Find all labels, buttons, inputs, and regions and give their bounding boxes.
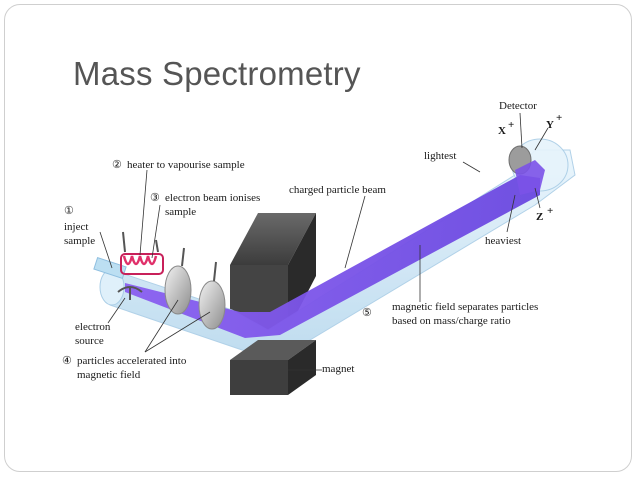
step3-line1: electron beam ionises bbox=[165, 192, 260, 204]
leader-lines bbox=[99, 112, 549, 371]
step1-line1: inject bbox=[64, 221, 88, 233]
step3-number: ③ bbox=[150, 192, 160, 204]
heaviest-label: heaviest bbox=[485, 235, 521, 247]
magnet-lower bbox=[230, 340, 316, 395]
x-label: X bbox=[498, 125, 506, 137]
y-label: Y bbox=[546, 119, 554, 131]
z-plus: + bbox=[547, 205, 553, 217]
charged-particle-beam-label: charged particle beam bbox=[289, 184, 386, 196]
step1-line2: sample bbox=[64, 235, 95, 247]
lightest-label: lightest bbox=[424, 150, 456, 162]
step2-label: heater to vapourise sample bbox=[127, 159, 245, 171]
step5-line2: based on mass/charge ratio bbox=[392, 315, 511, 327]
step1-number: ① bbox=[64, 205, 74, 217]
z-label: Z bbox=[536, 211, 543, 223]
y-plus: + bbox=[556, 112, 562, 124]
electron-source-line2: source bbox=[75, 335, 104, 347]
accelerator-plates bbox=[164, 247, 226, 330]
electron-source-line1: electron bbox=[75, 321, 111, 333]
step5-line1: magnetic field separates particles bbox=[392, 301, 538, 313]
electron-source-icon bbox=[117, 286, 143, 300]
x-plus: + bbox=[508, 119, 514, 131]
step5-number: ⑤ bbox=[362, 307, 372, 319]
particle-beam bbox=[125, 160, 545, 338]
slide: Mass Spectrometry bbox=[4, 4, 632, 472]
step2-number: ② bbox=[112, 159, 122, 171]
step4-line1: particles accelerated into bbox=[77, 355, 187, 367]
detector-label: Detector bbox=[499, 100, 537, 112]
step3-line2: sample bbox=[165, 206, 196, 218]
heater-coil-icon bbox=[120, 231, 164, 275]
inject-nozzle bbox=[93, 257, 127, 279]
magnet-label: magnet bbox=[322, 363, 354, 375]
page-title: Mass Spectrometry bbox=[73, 55, 361, 92]
step4-line2: magnetic field bbox=[77, 369, 141, 381]
step4-number: ④ bbox=[62, 355, 72, 367]
